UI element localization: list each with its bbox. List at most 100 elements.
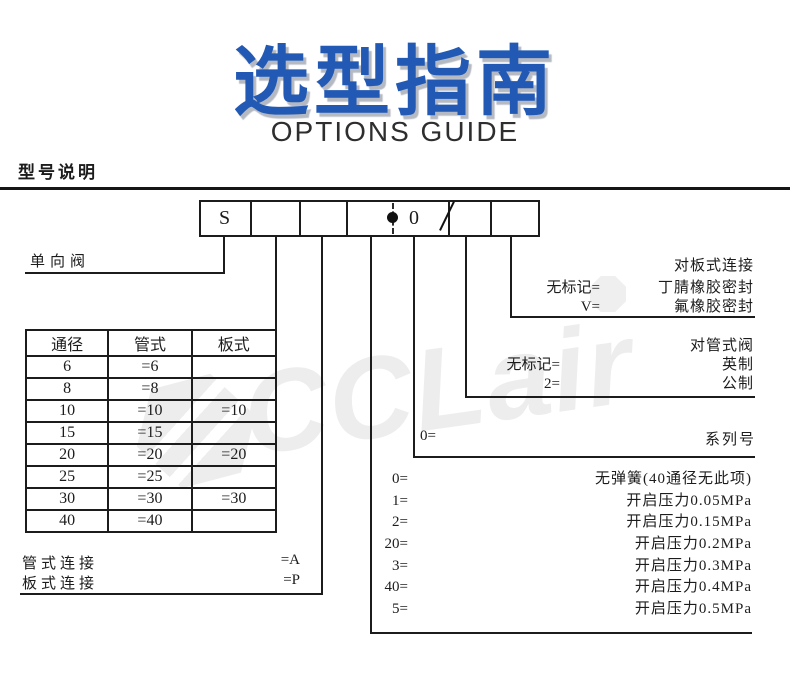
- page-subtitle: OPTIONS GUIDE: [270, 116, 520, 147]
- connection-code: =P: [283, 572, 300, 588]
- table-row: 30 =30 =30: [24, 487, 278, 511]
- spring-option-row: 3= 开启压力0.3MPa: [330, 557, 752, 575]
- dot-icon: [387, 212, 398, 223]
- standard-header: 对管式阀: [689, 338, 754, 354]
- spacer: [450, 337, 560, 355]
- spring-option-key: 2=: [392, 514, 408, 530]
- connection-code: =A: [280, 552, 300, 568]
- seal-option-row: 无标记= 丁腈橡胶密封: [450, 279, 754, 297]
- standard-option-row: 2= 公制: [450, 375, 754, 393]
- spring-option-desc: 开启压力0.4MPa: [634, 579, 752, 595]
- table-row: 8 =8: [24, 377, 278, 401]
- model-code-prefix: S: [218, 207, 231, 229]
- spring-option-row: 40= 开启压力0.4MPa: [330, 578, 752, 596]
- table-row: 40 =40: [24, 509, 278, 533]
- cell: =20: [107, 443, 193, 467]
- standard-header-row: 对管式阀: [450, 337, 754, 355]
- seal-option-desc: 氟橡胶密封: [673, 299, 754, 315]
- cell: 40: [24, 509, 110, 533]
- seal-option-row: V= 氟橡胶密封: [450, 298, 754, 316]
- spring-option-desc: 开启压力0.3MPa: [634, 558, 752, 574]
- cell: 20: [24, 443, 110, 467]
- cell: =10: [107, 399, 193, 423]
- connector-line: [413, 456, 755, 458]
- spring-option-row: 20= 开启压力0.2MPa: [330, 535, 752, 553]
- table-row: 25 =25: [24, 465, 278, 489]
- connector-line: [465, 396, 755, 398]
- model-code-series-char: 0: [409, 207, 419, 229]
- spring-option-desc: 开启压力0.5MPa: [634, 601, 752, 617]
- page-title: 选型指南: [233, 40, 557, 125]
- connector-line: [510, 316, 755, 318]
- seal-header-row: 对板式连接: [450, 257, 754, 275]
- spacer: [450, 257, 600, 275]
- box-divider: [448, 202, 450, 235]
- series-desc: 系列号: [704, 432, 756, 448]
- connector-line: [25, 272, 225, 274]
- section-heading: 型号说明: [18, 163, 98, 182]
- cell: [190, 355, 278, 379]
- standard-option-row: 无标记= 英制: [450, 356, 754, 374]
- standard-option-key: 2=: [544, 376, 560, 392]
- connector-line: [20, 593, 323, 595]
- spring-option-row: 0= 无弹簧(40通径无此项): [330, 470, 752, 488]
- connector-line: [223, 236, 225, 274]
- series-key: 0=: [420, 428, 436, 444]
- cell: [190, 377, 278, 401]
- section-divider: [0, 187, 790, 190]
- cell: 6: [24, 355, 110, 379]
- spring-option-key: 1=: [392, 493, 408, 509]
- cell: =15: [107, 421, 193, 445]
- spring-option-row: 2= 开启压力0.15MPa: [330, 513, 752, 531]
- seal-option-key: V=: [580, 299, 600, 315]
- spring-option-key: 0=: [392, 471, 408, 487]
- col-header: 板式: [190, 329, 278, 357]
- cell: 10: [24, 399, 110, 423]
- connector-line: [510, 236, 512, 318]
- spring-option-key: 20=: [384, 536, 408, 552]
- cell: 8: [24, 377, 110, 401]
- cell: =10: [190, 399, 278, 423]
- table-row: 10 =10 =10: [24, 399, 278, 423]
- cell: [190, 421, 278, 445]
- box-divider: [299, 202, 301, 235]
- cell: =8: [107, 377, 193, 401]
- standard-option-key: 无标记=: [506, 357, 560, 373]
- table-row: 20 =20 =20: [24, 443, 278, 467]
- box-divider: [346, 202, 348, 235]
- connector-line: [413, 236, 415, 458]
- cell: 15: [24, 421, 110, 445]
- cell: [190, 509, 278, 533]
- box-divider: [490, 202, 492, 235]
- cell: =20: [190, 443, 278, 467]
- seal-option-desc: 丁腈橡胶密封: [657, 280, 754, 296]
- seal-header: 对板式连接: [673, 258, 754, 274]
- diameter-table: 通径 管式 板式 6 =6 8 =8 10 =10 =10 15 =15: [24, 329, 278, 533]
- col-header: 管式: [107, 329, 193, 357]
- cell: 25: [24, 465, 110, 489]
- spring-option-desc: 无弹簧(40通径无此项): [595, 471, 752, 487]
- cell: =40: [107, 509, 193, 533]
- spring-option-desc: 开启压力0.2MPa: [634, 536, 752, 552]
- connector-line: [275, 236, 277, 331]
- table-row: 15 =15: [24, 421, 278, 445]
- table-row: 6 =6: [24, 355, 278, 379]
- cell: =25: [107, 465, 193, 489]
- standard-option-desc: 公制: [721, 376, 754, 392]
- spring-option-desc: 开启压力0.05MPa: [626, 493, 752, 509]
- standard-option-desc: 英制: [721, 357, 754, 373]
- col-header: 通径: [24, 329, 110, 357]
- check-valve-label: 单向阀: [30, 254, 91, 270]
- spring-option-key: 3=: [392, 558, 408, 574]
- cell: =30: [190, 487, 278, 511]
- cell: 30: [24, 487, 110, 511]
- cell: [190, 465, 278, 489]
- seal-option-key: 无标记=: [546, 280, 600, 296]
- spring-option-row: 1= 开启压力0.05MPa: [330, 492, 752, 510]
- spring-option-row: 5= 开启压力0.5MPa: [330, 600, 752, 618]
- cell: =6: [107, 355, 193, 379]
- connector-line: [321, 236, 323, 595]
- table-header-row: 通径 管式 板式: [24, 329, 278, 357]
- connection-label: 管式连接: [22, 556, 99, 572]
